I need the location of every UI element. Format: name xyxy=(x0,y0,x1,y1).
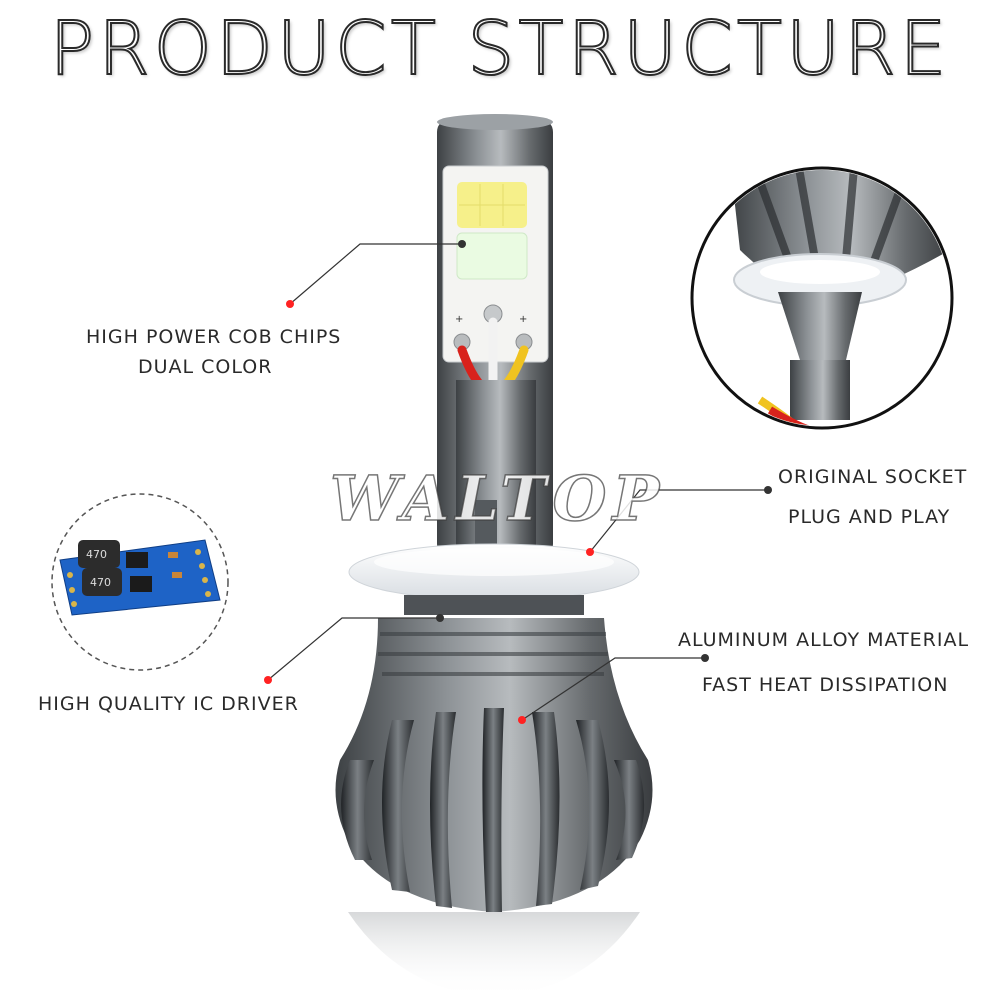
cob-chip-white xyxy=(456,232,528,280)
socket-marker-dot xyxy=(586,548,594,556)
cob-chips-label: HIGH POWER COB CHIPS xyxy=(86,326,342,348)
heat-dissipation-label: FAST HEAT DISSIPATION xyxy=(702,674,949,696)
svg-text:+: + xyxy=(519,314,527,325)
aluminum-alloy-label: ALUMINUM ALLOY MATERIAL xyxy=(678,629,970,651)
driver-chip-marking: 470 xyxy=(86,548,107,561)
brand-watermark: WALTOP xyxy=(329,461,666,536)
driver-marker-dot xyxy=(264,676,272,684)
dual-color-label: DUAL COLOR xyxy=(138,356,273,378)
alloy-marker-dot xyxy=(518,716,526,724)
cob-marker-dot xyxy=(286,300,294,308)
plug-and-play-label: PLUG AND PLAY xyxy=(788,506,951,528)
page-title: PRODUCT STRUCTURE xyxy=(49,5,951,93)
ic-driver-label: HIGH QUALITY IC DRIVER xyxy=(38,693,299,715)
svg-text:+: + xyxy=(455,314,463,325)
original-socket-label: ORIGINAL SOCKET xyxy=(778,466,968,488)
driver-chip-marking-2: 470 xyxy=(90,576,111,589)
